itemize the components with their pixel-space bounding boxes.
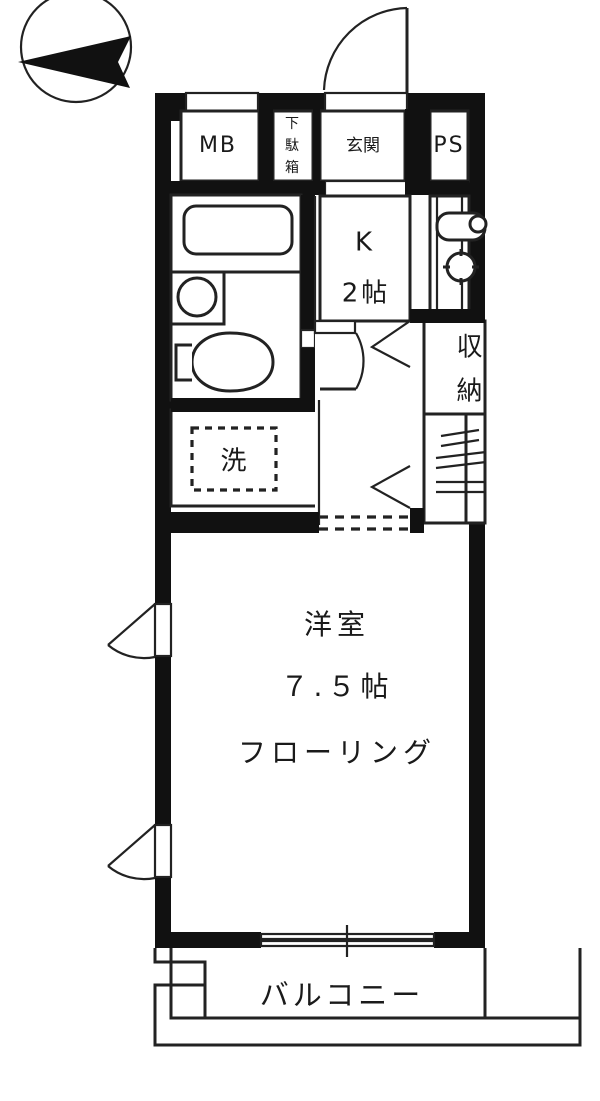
- main-room-entry: [171, 512, 410, 533]
- kitchen: [318, 194, 488, 323]
- bathroom-sink-icon: [176, 276, 218, 318]
- closet-folding-door[interactable]: [369, 465, 411, 509]
- label-mainroom-size: ７.５帖: [281, 670, 394, 703]
- label-getabako-1: 下: [285, 116, 299, 132]
- washer-area: [169, 398, 321, 508]
- kitchen-door[interactable]: [313, 319, 411, 391]
- toilet-icon: [174, 331, 275, 393]
- stove-burner-icon: [443, 249, 479, 285]
- room-labels: MB 下 駄 箱 玄関 PS K 2帖 収 納 洗 洋室 ７.５帖 フローリング…: [199, 116, 485, 1012]
- building-walls: [155, 93, 485, 948]
- washer-space-icon: [190, 426, 278, 492]
- label-getabako-2: 駄: [285, 138, 299, 154]
- label-mb: MB: [199, 133, 237, 158]
- bathtub-icon: [182, 204, 294, 256]
- window-upper-left[interactable]: [107, 602, 173, 660]
- label-mainroom-floor: フローリング: [238, 736, 436, 769]
- label-closet-1: 収: [456, 333, 485, 363]
- entrance-door[interactable]: [322, 6, 409, 93]
- label-kitchen-k: K: [355, 228, 375, 258]
- balcony-sliding-door[interactable]: [259, 925, 436, 957]
- label-balcony: バルコニー: [260, 978, 424, 1012]
- label-genkan: 玄関: [346, 136, 380, 156]
- label-mainroom-name: 洋室: [304, 608, 370, 641]
- north-arrow-icon: [18, 0, 133, 104]
- label-ps: PS: [433, 133, 464, 158]
- closet: [369, 309, 487, 533]
- balcony: [153, 948, 582, 1047]
- window-lower-left[interactable]: [107, 823, 173, 881]
- closet-shelves-icon: [435, 428, 487, 494]
- label-closet-2: 納: [456, 377, 485, 407]
- label-kitchen-size: 2帖: [342, 279, 391, 309]
- label-getabako-3: 箱: [285, 160, 299, 176]
- entry-row: [171, 91, 470, 198]
- main-room: [171, 533, 469, 932]
- bathroom: [169, 193, 303, 402]
- label-washer: 洗: [220, 447, 249, 477]
- folding-door-icon: [369, 320, 411, 368]
- kitchen-sink-icon: [435, 211, 488, 242]
